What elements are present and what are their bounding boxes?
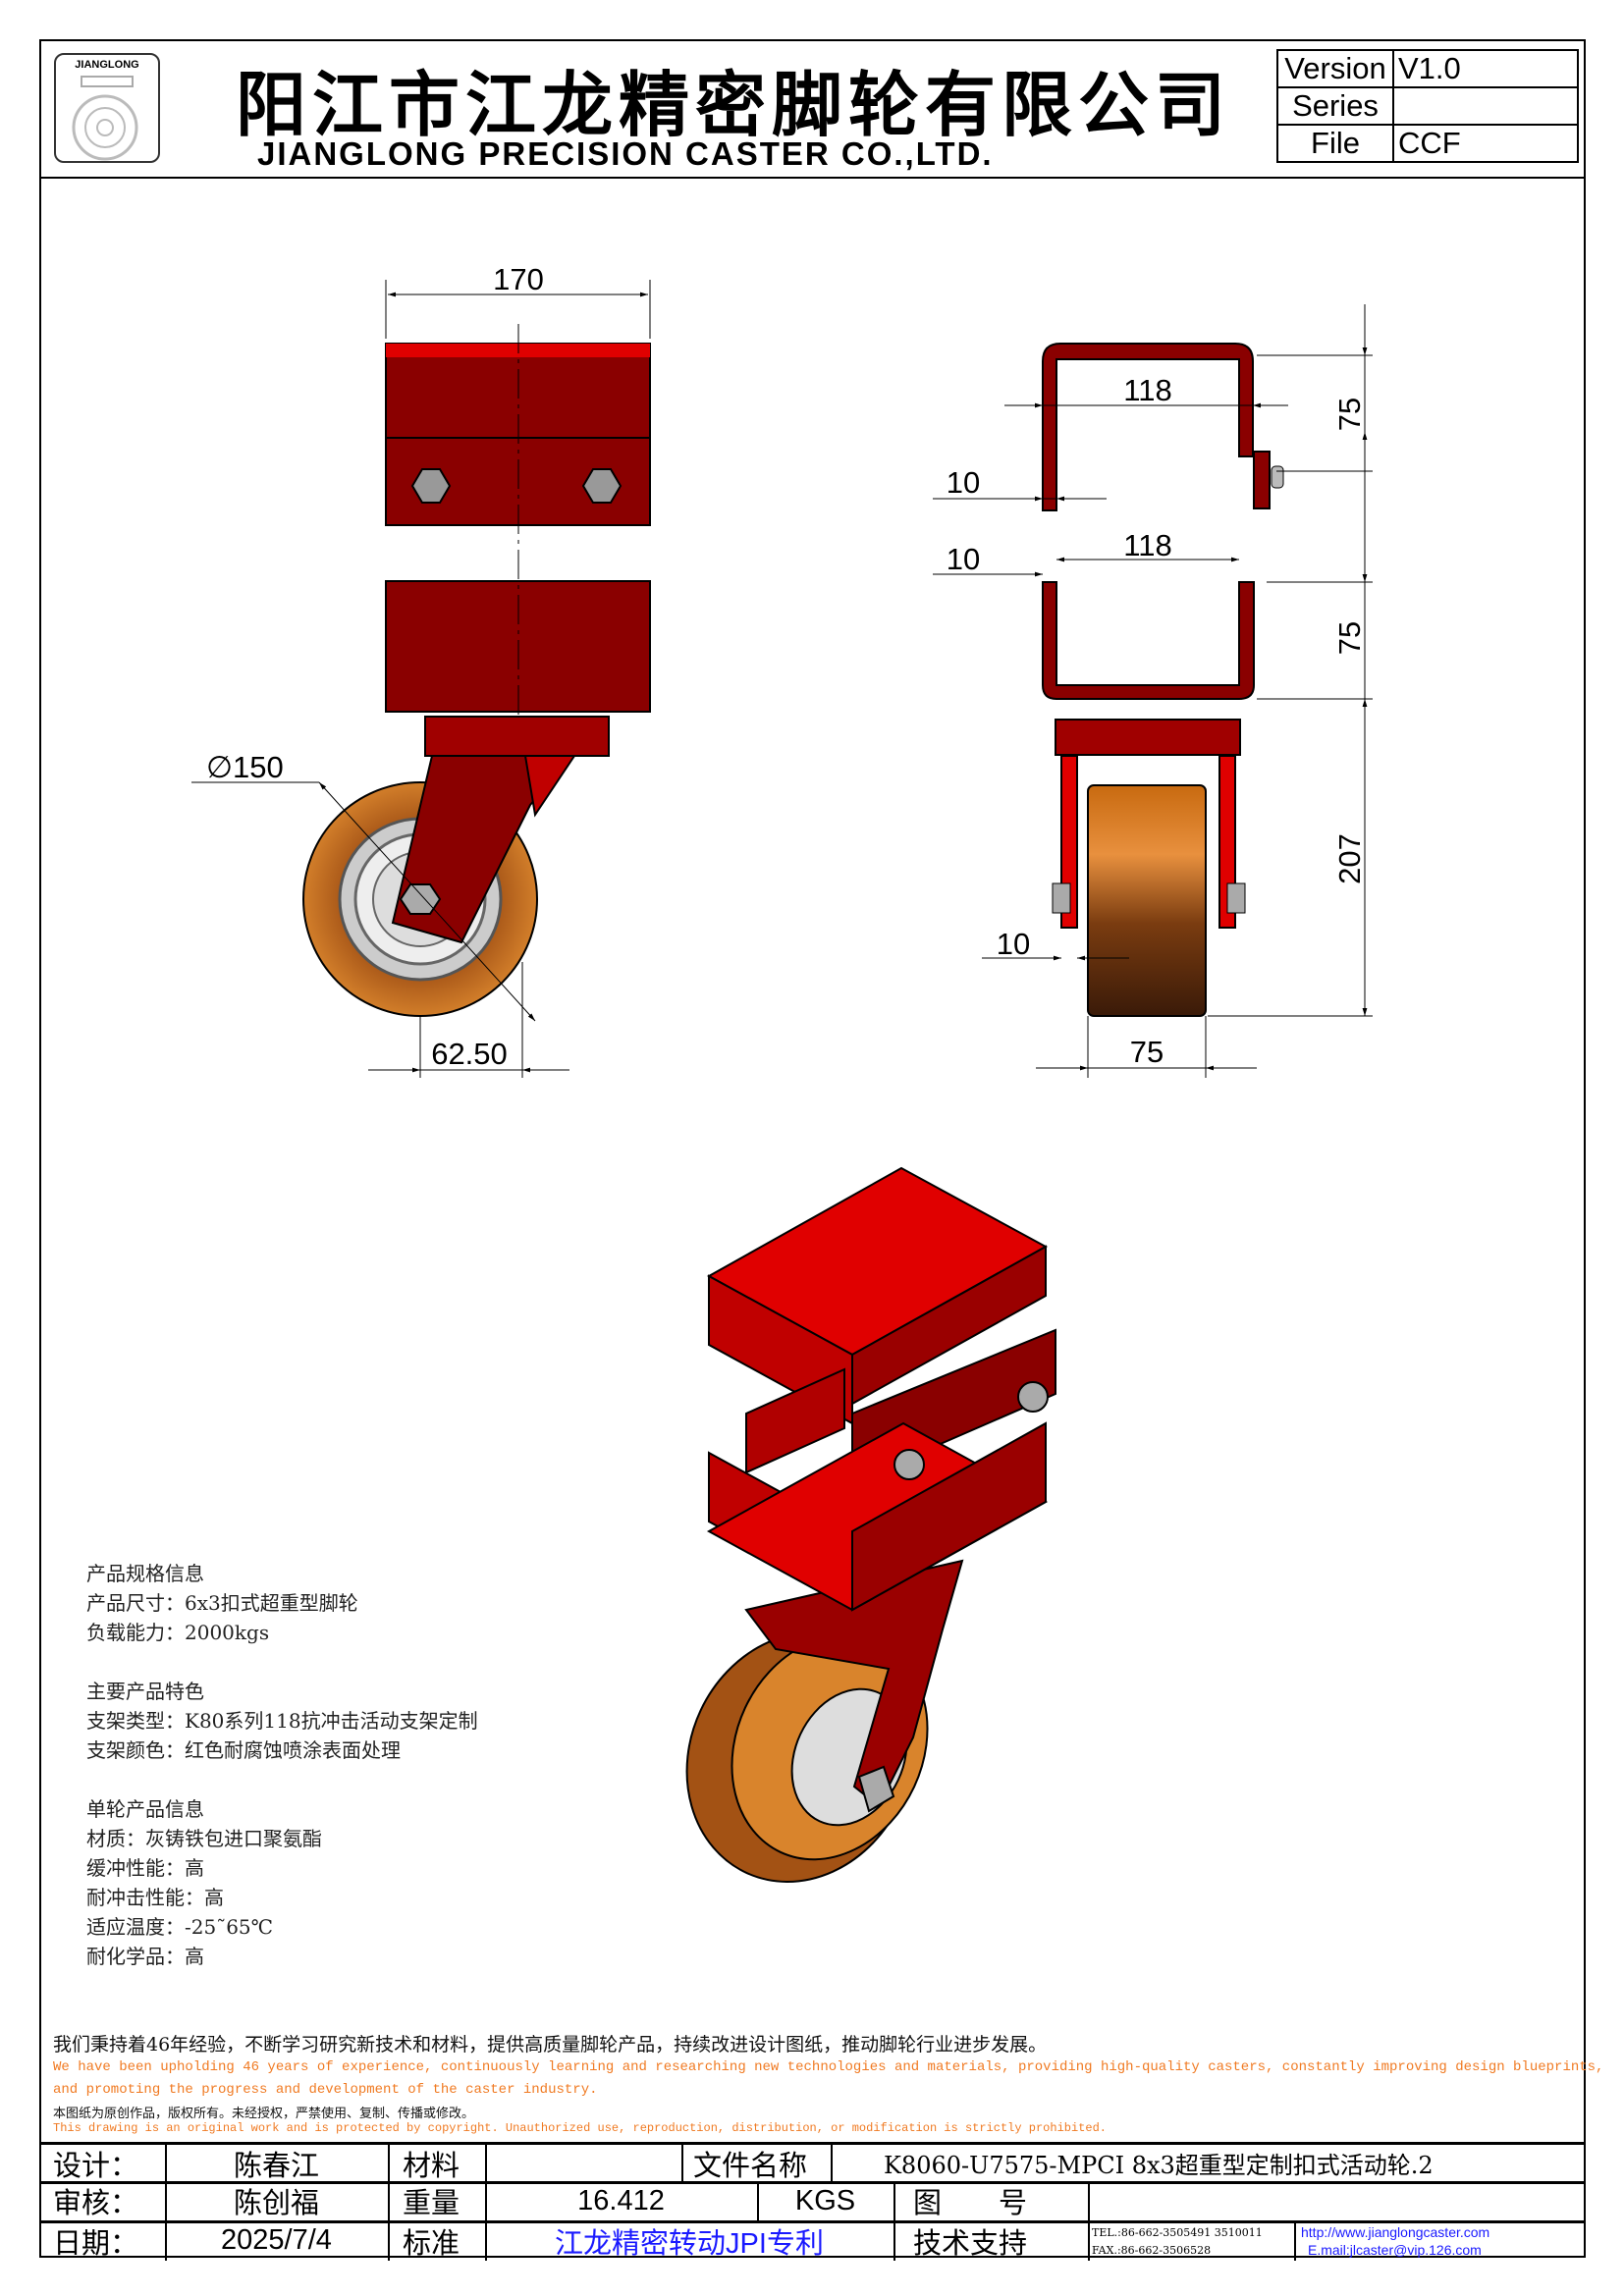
copyright-en: This drawing is an original work and is …: [53, 2121, 1107, 2135]
dim-low-thick: 10: [947, 542, 980, 576]
designer-name: 陈春江: [233, 2150, 319, 2182]
spec-size: 产品尺寸：6x3扣式超重型脚轮: [86, 1591, 358, 1615]
version-value: V1.0: [1392, 49, 1579, 88]
reviewer-name: 陈创福: [233, 2188, 319, 2219]
spec-impact: 耐冲击性能：高: [86, 1886, 224, 1909]
front-view: [191, 280, 651, 1078]
email-link[interactable]: E.mail:jlcaster@vip.126.com: [1308, 2242, 1482, 2258]
material-label: 材料: [403, 2150, 460, 2182]
dim-top-thick: 10: [947, 465, 980, 500]
design-label: 设计：: [53, 2150, 139, 2182]
dim-top-height: 75: [1332, 398, 1367, 431]
filename-label: 文件名称: [693, 2150, 808, 2182]
spec-bracket-color: 支架颜色：红色耐腐蚀喷涂表面处理: [86, 1738, 401, 1762]
drawing-number-label: 图 号: [913, 2188, 1028, 2219]
mission-en-1: We have been upholding 46 years of exper…: [53, 2059, 1604, 2075]
spec-heading: 主要产品特色: [86, 1680, 204, 1703]
logo-text: JIANGLONG: [75, 59, 139, 71]
dim-offset: 62.50: [431, 1037, 508, 1071]
spec-bracket-type: 支架类型：K80系列118抗冲击活动支架定制: [86, 1709, 478, 1733]
company-logo: JIANGLONG: [54, 53, 160, 163]
copyright-cn: 本图纸为原创作品，版权所有。未经授权，严禁使用、复制、传播或修改。: [53, 2107, 475, 2121]
dim-low-inner: 118: [1123, 528, 1171, 562]
bolt-icon: [410, 468, 452, 504]
company-name-en: JIANGLONG PRECISION CASTER CO.,LTD.: [257, 135, 994, 172]
review-label: 审核：: [53, 2188, 139, 2219]
tech-support-label: 技术支持: [913, 2227, 1028, 2260]
file-label: File: [1276, 124, 1394, 163]
caster-logo-icon: [72, 76, 138, 161]
dim-top-inner: 118: [1123, 373, 1171, 407]
spec-cushion: 缓冲性能：高: [86, 1856, 204, 1880]
dim-width: 170: [493, 262, 544, 296]
date-label: 日期：: [53, 2227, 139, 2260]
spec-chemical: 耐化学品：高: [86, 1945, 204, 1968]
spec-material: 材质：灰铸铁包进口聚氨酯: [86, 1827, 322, 1850]
isometric-view: [685, 1166, 1056, 1883]
file-value: CCF: [1392, 124, 1579, 163]
title-block: 设计： 陈春江 材料 文件名称 K8060-U7575-MPCI 8x3超重型定…: [39, 2142, 1586, 2261]
spec-heading: 单轮产品信息: [86, 1797, 204, 1821]
spec-load: 负载能力：2000kgs: [86, 1621, 270, 1644]
side-view: [933, 304, 1373, 1078]
bolt-icon: [581, 468, 623, 504]
dim-height: 207: [1332, 833, 1367, 884]
mission-cn: 我们秉持着46年经验，不断学习研究新技术和材料，提供高质量脚轮产品，持续改进设计…: [53, 2034, 1048, 2056]
drawing-frame: [39, 39, 1586, 2258]
dim-low-height: 75: [1332, 621, 1367, 655]
dim-wheel-width: 75: [1130, 1035, 1164, 1069]
weight-value: 16.412: [577, 2184, 665, 2216]
standard-link[interactable]: 江龙精密转动JPI专利: [555, 2227, 824, 2260]
version-label: Version: [1276, 49, 1394, 88]
series-label: Series: [1276, 86, 1394, 126]
product-specs: 产品规格信息 产品尺寸：6x3扣式超重型脚轮 负载能力：2000kgs 主要产品…: [86, 1559, 478, 1971]
header-divider: [39, 177, 1586, 179]
dim-fork-thick: 10: [997, 927, 1030, 961]
company-name-cn: 阳江市江龙精密脚轮有限公司: [236, 64, 1232, 146]
date-value: 2025/7/4: [221, 2224, 332, 2256]
mission-en-2: and promoting the progress and developme…: [53, 2082, 598, 2098]
standard-label: 标准: [403, 2227, 460, 2260]
filename-value: K8060-U7575-MPCI 8x3超重型定制扣式活动轮.2: [884, 2152, 1434, 2179]
spec-temperature: 适应温度：-25˜65℃: [86, 1915, 274, 1939]
material-value: [485, 2145, 681, 2181]
weight-unit: KGS: [794, 2184, 856, 2216]
weight-label: 重量: [403, 2188, 460, 2219]
spec-heading: 产品规格信息: [86, 1562, 204, 1585]
series-value: [1392, 86, 1579, 126]
telephone: TEL.:86-662-3505491 3510011: [1092, 2225, 1263, 2239]
website-link[interactable]: http://www.jianglongcaster.com: [1301, 2224, 1490, 2240]
dim-diameter: ∅150: [206, 750, 284, 784]
fax: FAX.:86-662-3506528: [1092, 2243, 1212, 2257]
